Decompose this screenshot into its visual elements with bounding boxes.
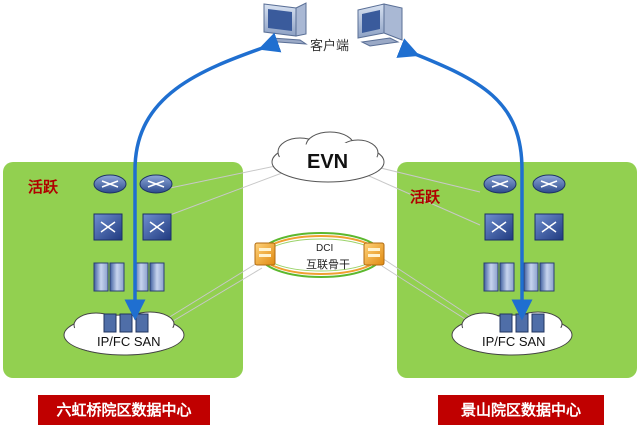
router-icon: [139, 174, 173, 194]
evn-cloud-icon: [271, 131, 385, 183]
client-computer-icon: [263, 2, 308, 45]
switch-icon: [484, 213, 514, 241]
client-computer-icon: [357, 3, 403, 47]
switch-icon: [534, 213, 564, 241]
dci-gateway-icon: [363, 242, 385, 266]
client-access-arrow-left: [124, 32, 282, 321]
switch-icon: [142, 213, 172, 241]
dci-gateway-icon: [254, 242, 276, 266]
san-label-left: IP/FC SAN: [97, 334, 161, 349]
datacenter-name-right: 景山院区数据中心: [438, 395, 604, 425]
switch-icon: [93, 213, 123, 241]
san-label-right: IP/FC SAN: [482, 334, 546, 349]
evn-label: EVN: [307, 151, 349, 173]
active-status-right: 活跃: [410, 188, 441, 206]
dci-sub-label: 互联骨干: [306, 258, 350, 271]
router-icon: [532, 174, 566, 194]
dci-label: DCI: [316, 243, 334, 254]
router-icon: [483, 174, 517, 194]
client-access-arrow-right: [396, 38, 533, 321]
router-icon: [93, 174, 127, 194]
storage-icon: [499, 313, 545, 333]
active-status-left: 活跃: [28, 178, 59, 196]
datacenter-name-left: 六虹桥院区数据中心: [38, 395, 210, 425]
client-label: 客户端: [310, 39, 350, 54]
storage-icon: [103, 313, 149, 333]
